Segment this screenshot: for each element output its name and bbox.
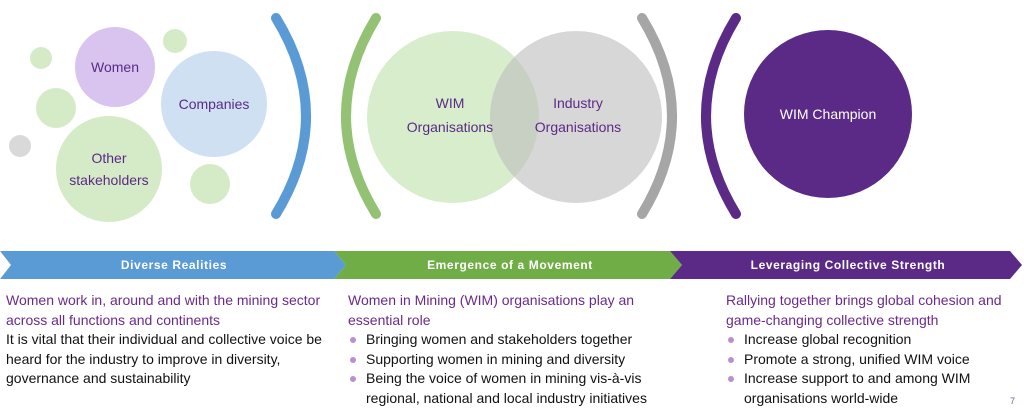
- women-circle: [75, 27, 155, 107]
- purple-left-bracket: [701, 13, 741, 219]
- decor-circle: [190, 164, 230, 204]
- leveraging-bullets: Increase global recognition Promote a st…: [726, 330, 1006, 408]
- list-item: Bringing women and stakeholders together: [348, 330, 680, 350]
- bullet-dot: [350, 356, 356, 363]
- emergence-intro: Women in Mining (WIM) organisations play…: [348, 292, 635, 328]
- emergence-column: Women in Mining (WIM) organisations play…: [348, 291, 680, 408]
- bullet-text: Increase support to and among WIM organi…: [744, 370, 971, 406]
- wim-organisations-circle: [367, 31, 539, 203]
- industry-organisations-label-line1: Industry: [553, 95, 603, 111]
- list-item: Being the voice of women in mining vis-à…: [348, 369, 680, 408]
- bullet-dot: [350, 337, 356, 343]
- other-stakeholders-label: Other stakeholders: [56, 116, 162, 222]
- diverse-realities-column: Women work in, around and with the minin…: [6, 291, 328, 389]
- chevron-diverse-realities: [0, 251, 346, 279]
- wim-organisations-label-line1: WIM: [435, 95, 465, 111]
- page-number: 7: [1009, 396, 1015, 406]
- women-label: Women: [91, 59, 139, 75]
- diverse-intro: Women work in, around and with the minin…: [6, 292, 321, 328]
- list-item: Increase global recognition: [726, 330, 1006, 350]
- decor-circle: [9, 135, 31, 157]
- diverse-body: It is vital that their individual and co…: [6, 331, 322, 386]
- chevron-emergence: [334, 251, 682, 279]
- emergence-bullets: Bringing women and stakeholders together…: [348, 330, 680, 408]
- blue-right-bracket: [271, 13, 311, 219]
- other-stakeholders-circle: [56, 116, 162, 222]
- leveraging-column: Rallying together brings global cohesion…: [726, 291, 1006, 408]
- banner-label-leveraging: Leveraging Collective Strength: [750, 258, 946, 272]
- industry-organisations-label: Industry Organisations: [508, 85, 648, 145]
- industry-organisations-circle: [490, 31, 662, 203]
- decor-circle: [163, 29, 187, 53]
- bullet-text: Bringing women and stakeholders together: [366, 331, 633, 347]
- bullet-dot: [728, 337, 734, 343]
- bullet-dot: [728, 376, 734, 382]
- companies-label: Companies: [178, 96, 250, 112]
- companies-circle: [161, 51, 267, 157]
- wim-organisations-label-line2: Organisations: [406, 119, 494, 135]
- decor-circle: [30, 47, 52, 69]
- bullet-text: Increase global recognition: [744, 331, 912, 347]
- bullet-text: Promote a strong, unified WIM voice: [744, 350, 970, 367]
- leveraging-intro: Rallying together brings global cohesion…: [726, 292, 1002, 328]
- brackets-diagram: [271, 13, 912, 219]
- other-stakeholders-label-line2: stakeholders: [69, 172, 149, 188]
- green-left-bracket: [341, 13, 381, 219]
- chevron-banner: [0, 251, 1022, 279]
- list-item: Promote a strong, unified WIM voice: [726, 350, 1006, 370]
- chevron-leveraging: [670, 251, 1022, 279]
- bullet-text: Being the voice of women in mining vis-à…: [366, 370, 647, 406]
- bullet-text: Supporting women in mining and diversity: [366, 350, 626, 367]
- bullet-dot: [350, 376, 356, 382]
- wim-organisations-label: WIM Organisations: [380, 85, 520, 145]
- bullet-dot: [728, 356, 734, 363]
- decor-circle: [36, 88, 76, 128]
- wim-champion-label: WIM Champion: [779, 106, 877, 122]
- wim-champion-circle: [744, 30, 912, 198]
- list-item: Supporting women in mining and diversity: [348, 350, 680, 370]
- gray-right-bracket: [637, 13, 677, 219]
- banner-label-diverse-realities: Diverse Realities: [120, 258, 228, 272]
- list-item: Increase support to and among WIM organi…: [726, 369, 1006, 408]
- banner-label-emergence: Emergence of a Movement: [427, 258, 593, 272]
- other-stakeholders-label-line1: Other: [91, 150, 127, 166]
- industry-organisations-label-line2: Organisations: [534, 119, 622, 135]
